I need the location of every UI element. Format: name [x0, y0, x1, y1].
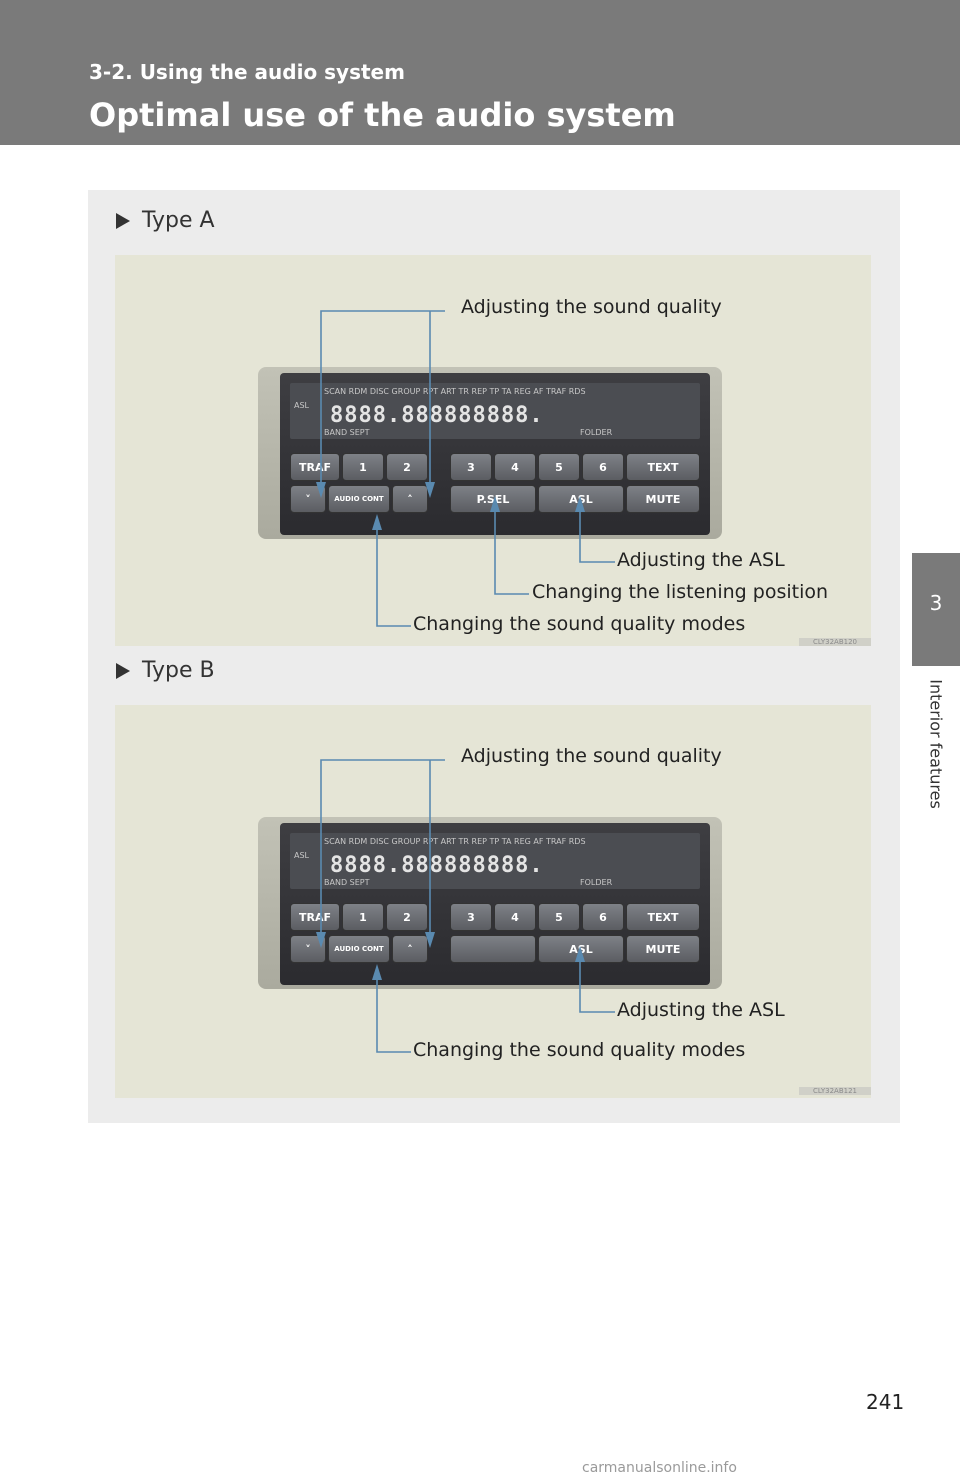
preset-4-button[interactable]: 4 [494, 903, 536, 931]
preset-2-button[interactable]: 2 [386, 903, 428, 931]
mute-button[interactable]: MUTE [626, 485, 700, 513]
callout-lines [316, 759, 615, 1053]
lcd-band-label: BAND SEPT [324, 878, 370, 887]
page-header: 3-2. Using the audio system Optimal use … [0, 0, 960, 145]
traf-button[interactable]: TRAF [290, 453, 340, 481]
type-a-label: Type A [142, 208, 215, 233]
callout-asl: Adjusting the ASL [617, 549, 785, 571]
callout-lines [316, 310, 615, 627]
traf-button[interactable]: TRAF [290, 903, 340, 931]
callout-listening-position: Changing the listening position [532, 581, 829, 603]
lcd-digits: 8888.888888888. [330, 853, 544, 878]
lcd-digits: 8888.888888888. [330, 403, 544, 428]
callout-asl: Adjusting the ASL [617, 999, 785, 1021]
preset-2-button[interactable]: 2 [386, 453, 428, 481]
chapter-number: 3 [929, 591, 943, 615]
audio-cont-button[interactable]: AUDIO CONT [328, 935, 390, 963]
audio-faceplate: SCAN RDM DISC GROUP RPT ART TR REP TP TA… [280, 373, 710, 535]
callout-sound-quality: Adjusting the sound quality [461, 296, 722, 318]
lcd-display: SCAN RDM DISC GROUP RPT ART TR REP TP TA… [290, 383, 700, 439]
chapter-label: Interior features [919, 664, 953, 824]
audio-unit-type-b: SCAN RDM DISC GROUP RPT ART TR REP TP TA… [258, 817, 722, 989]
lcd-folder-label: FOLDER [580, 878, 613, 887]
callout-sound-modes: Changing the sound quality modes [413, 1039, 746, 1061]
figure-container: Type A SCAN RDM DISC GROUP RPT ART TR RE… [88, 190, 900, 1123]
preset-5-button[interactable]: 5 [538, 453, 580, 481]
preset-6-button[interactable]: 6 [582, 903, 624, 931]
chapter-label-text: Interior features [926, 679, 946, 809]
preset-1-button[interactable]: 1 [342, 453, 384, 481]
audio-cont-button[interactable]: AUDIO CONT [328, 485, 390, 513]
lcd-indicators: SCAN RDM DISC GROUP RPT ART TR REP TP TA… [324, 387, 586, 396]
preset-6-button[interactable]: 6 [582, 453, 624, 481]
text-button[interactable]: TEXT [626, 453, 700, 481]
figure-code: CLY32AB120 [799, 638, 871, 646]
figure-code: CLY32AB121 [799, 1087, 871, 1095]
preset-1-button[interactable]: 1 [342, 903, 384, 931]
lcd-asl-indicator: ASL [294, 851, 310, 860]
section-title: 3-2. Using the audio system [89, 60, 405, 84]
sound-up-button[interactable]: ˄ [392, 485, 428, 513]
callout-sound-quality: Adjusting the sound quality [461, 745, 722, 767]
preset-5-button[interactable]: 5 [538, 903, 580, 931]
type-b-figure: SCAN RDM DISC GROUP RPT ART TR REP TP TA… [115, 705, 871, 1098]
triangle-bullet-icon [116, 213, 130, 229]
mute-button[interactable]: MUTE [626, 935, 700, 963]
lcd-display: SCAN RDM DISC GROUP RPT ART TR REP TP TA… [290, 833, 700, 889]
type-b-label: Type B [142, 658, 215, 683]
audio-unit-type-a: SCAN RDM DISC GROUP RPT ART TR REP TP TA… [258, 367, 722, 539]
footer-watermark[interactable]: carmanualsonline.info [582, 1460, 737, 1476]
sound-up-button[interactable]: ˄ [392, 935, 428, 963]
text-button[interactable]: TEXT [626, 903, 700, 931]
preset-3-button[interactable]: 3 [450, 453, 492, 481]
type-a-figure: SCAN RDM DISC GROUP RPT ART TR REP TP TA… [115, 255, 871, 646]
type-a-heading: Type A [116, 208, 215, 233]
lcd-band-label: BAND SEPT [324, 428, 370, 437]
preset-3-button[interactable]: 3 [450, 903, 492, 931]
lcd-asl-indicator: ASL [294, 401, 310, 410]
triangle-bullet-icon [116, 663, 130, 679]
page-title: Optimal use of the audio system [89, 96, 676, 134]
lcd-indicators: SCAN RDM DISC GROUP RPT ART TR REP TP TA… [324, 837, 586, 846]
chapter-tab[interactable]: 3 [912, 553, 960, 666]
lcd-folder-label: FOLDER [580, 428, 613, 437]
audio-faceplate: SCAN RDM DISC GROUP RPT ART TR REP TP TA… [280, 823, 710, 985]
callout-sound-modes: Changing the sound quality modes [413, 613, 746, 635]
page-number: 241 [866, 1390, 905, 1414]
type-b-heading: Type B [116, 658, 215, 683]
preset-4-button[interactable]: 4 [494, 453, 536, 481]
blank-button[interactable] [450, 935, 536, 963]
